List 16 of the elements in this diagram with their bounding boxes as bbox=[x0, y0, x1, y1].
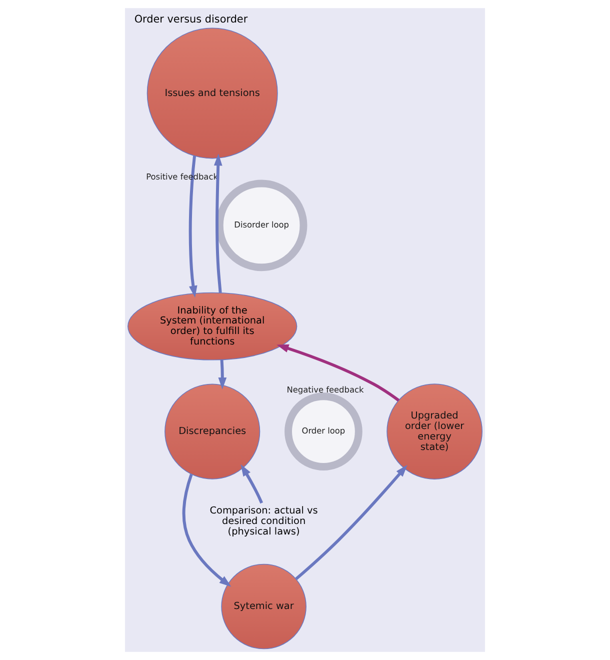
diagram-title: Order versus disorder bbox=[134, 13, 248, 26]
node-circle: Disorder loop bbox=[216, 180, 308, 272]
node-ellipse: Inability of the System (international order) to fulfill its functions bbox=[128, 292, 298, 360]
node-circle: Sytemic war bbox=[221, 564, 306, 650]
node-circle: Issues and tensions bbox=[146, 28, 278, 159]
node-circle: Discrepancies bbox=[164, 384, 260, 480]
arrow bbox=[295, 464, 408, 580]
node-label: Negative feedback bbox=[286, 384, 364, 395]
arrow bbox=[182, 474, 232, 587]
node-circle: Upgraded order (lower energy state) bbox=[386, 384, 482, 480]
arrow bbox=[188, 156, 198, 298]
node-text: Comparison: actual vs desired condition (physical laws) bbox=[210, 506, 318, 538]
arrow bbox=[218, 360, 227, 390]
arrow bbox=[276, 344, 400, 402]
arrow bbox=[214, 154, 222, 293]
arrow bbox=[240, 464, 264, 504]
